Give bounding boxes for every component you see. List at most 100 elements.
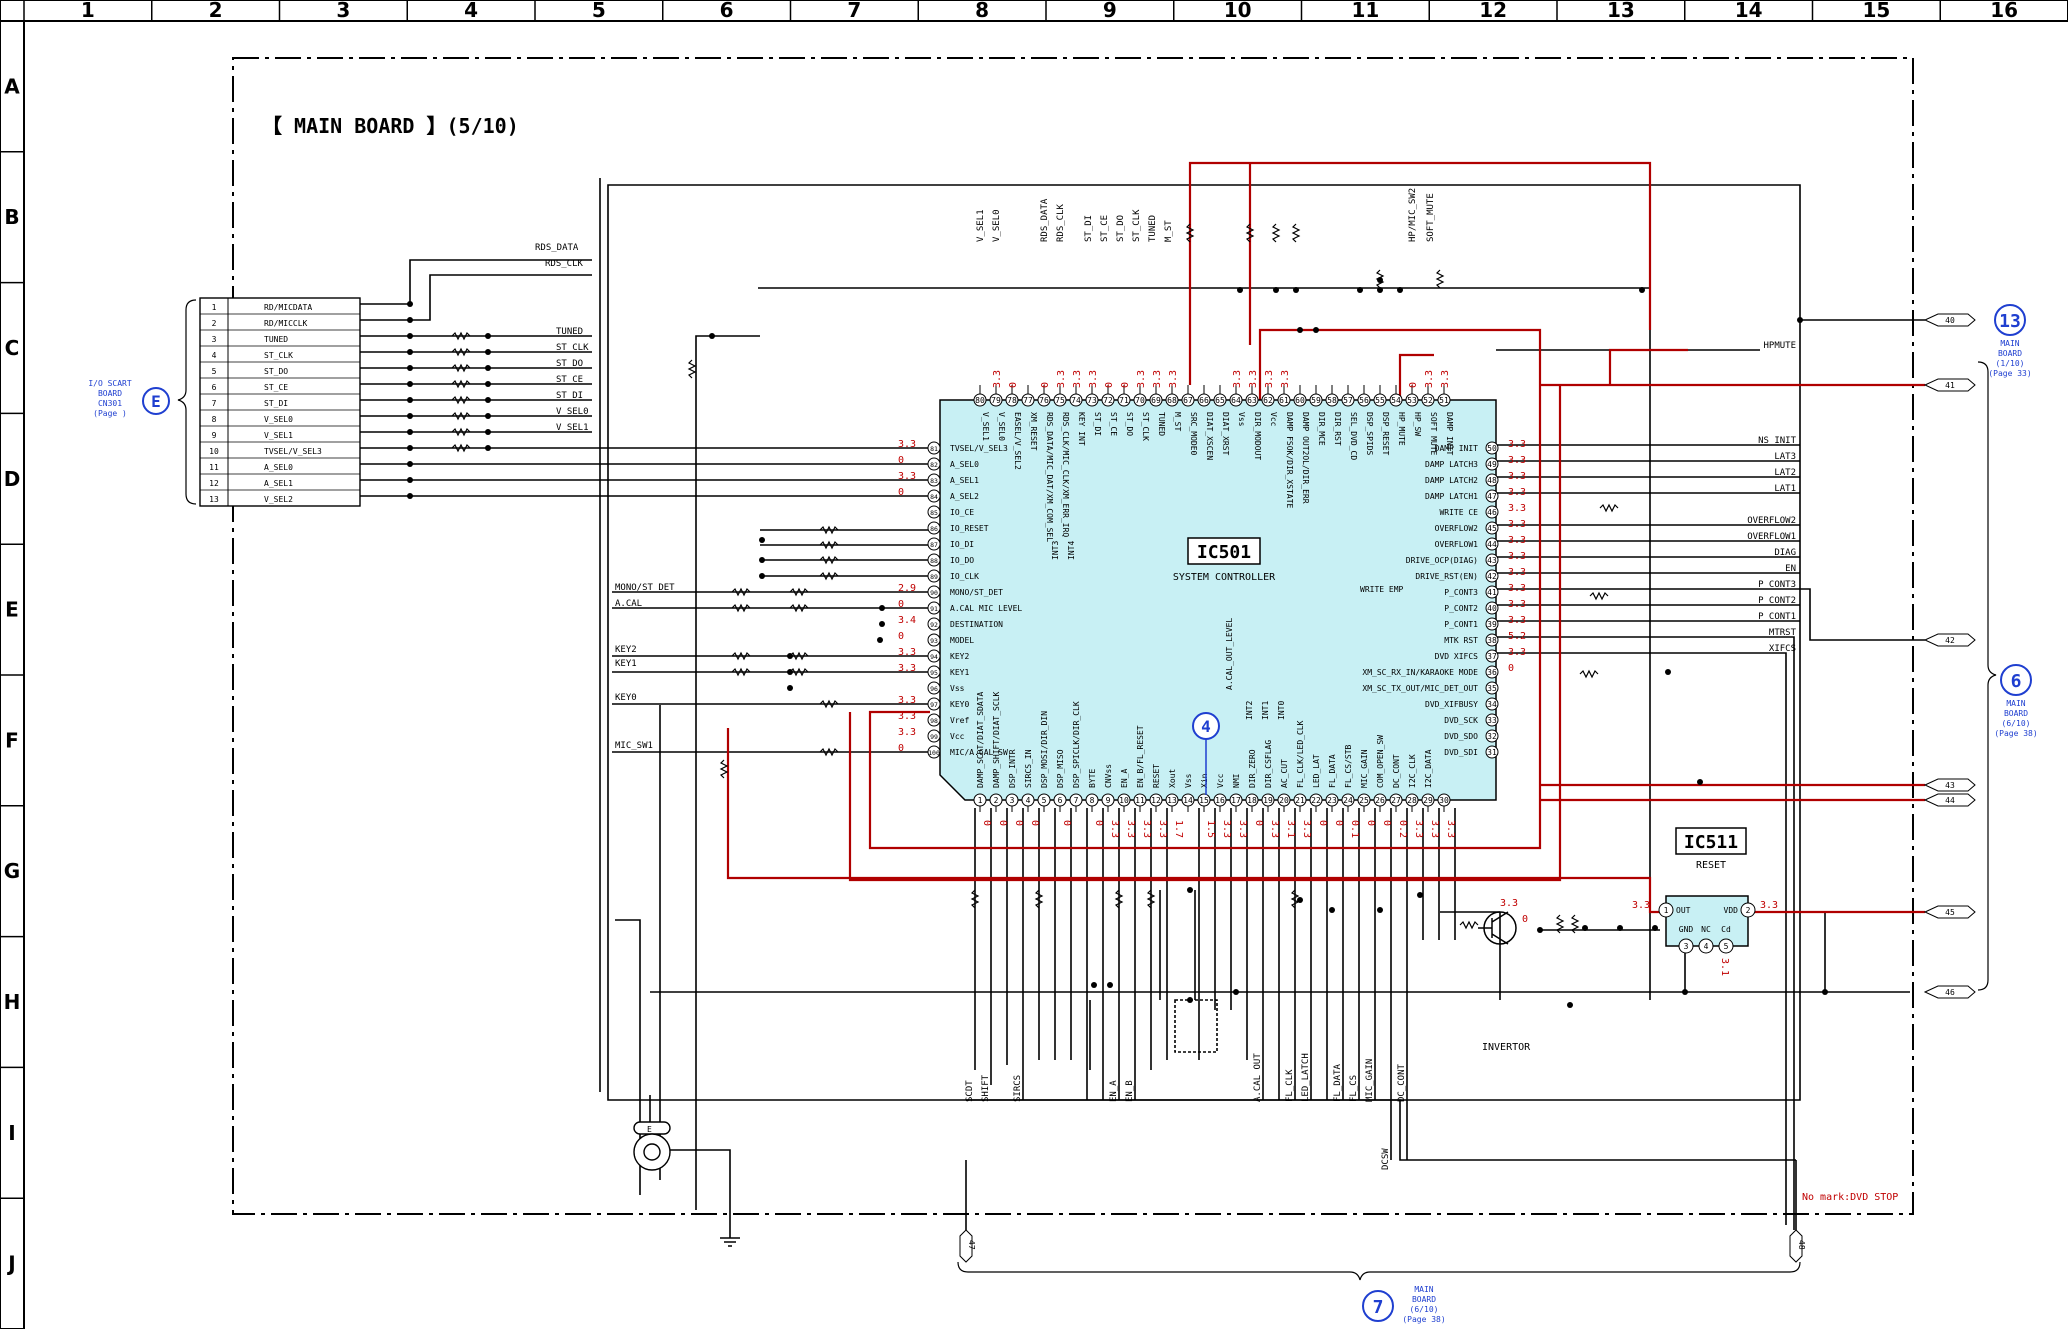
- resistor-symbol: [819, 540, 839, 550]
- junction-dot: [1357, 287, 1363, 293]
- ic501-pin-number: 5: [1042, 796, 1047, 805]
- junction-dot: [1822, 989, 1828, 995]
- ic501-pin-number: 47: [1487, 492, 1497, 501]
- ic501-pin-voltage: 0: [997, 820, 1008, 826]
- ic511-pin-number: 2: [1746, 906, 1751, 915]
- ic501-pin-pad: [1197, 793, 1211, 807]
- resistor-symbol: [819, 571, 839, 581]
- ic501-pin-number: 83: [930, 477, 938, 485]
- ic501-pin-label: Vcc: [950, 732, 965, 741]
- ic501-pin-voltage: 3.3: [1508, 615, 1526, 626]
- junction-dot: [709, 333, 715, 339]
- ic501-pin-label: Vss: [1184, 773, 1193, 788]
- junction-dot: [759, 557, 765, 563]
- resistor-symbol: [1599, 503, 1619, 513]
- ic501-pin-voltage: 0: [1253, 820, 1264, 826]
- right-connector-shape: [1923, 378, 1976, 392]
- bottom-net-label: EN_B: [1125, 1080, 1135, 1102]
- ic501-pin-pad: [1197, 393, 1211, 407]
- ic501-pin-pad: [1021, 393, 1035, 407]
- top-net-label: ST_CE: [1100, 215, 1110, 242]
- ref-board-line: BOARD: [1412, 1295, 1436, 1304]
- junction-dot: [787, 685, 793, 691]
- ic501-pin-number: 14: [1183, 796, 1193, 805]
- ic501-pin-label: DIR_MODOUT: [1253, 412, 1262, 460]
- cn301-pin-number: 9: [212, 431, 217, 440]
- left-net-label: V_SEL0: [556, 407, 589, 417]
- ic501-pin-number: 69: [1151, 396, 1161, 405]
- ic501-pin-pad: [1357, 393, 1371, 407]
- ic501-pin-number: 78: [1007, 396, 1017, 405]
- ic501-pin-voltage: 3.3: [898, 663, 916, 674]
- junction-dot: [1797, 317, 1803, 323]
- ic501-pin-voltage: 0: [1317, 820, 1328, 826]
- cn301-pin-number: 12: [209, 479, 219, 488]
- ic501-pin-pad: [1485, 585, 1499, 599]
- ic501-pin-number: 65: [1215, 396, 1225, 405]
- svg-text:6: 6: [2011, 671, 2022, 692]
- right-net-label: XIFCS: [1769, 644, 1796, 654]
- cn301-pin-number: 8: [212, 415, 217, 424]
- ic501-pin-number: 22: [1311, 796, 1321, 805]
- resistor-symbol: [1034, 889, 1044, 909]
- ic501-pin-number: 60: [1295, 396, 1305, 405]
- resistor-symbol: [1185, 223, 1195, 243]
- ground-e-label: E: [647, 1125, 652, 1134]
- junction-dot: [407, 381, 413, 387]
- ic501-pin-voltage: 0: [1381, 820, 1392, 826]
- ic501-inner-label: INT2: [1245, 701, 1254, 720]
- junction-dot: [407, 445, 413, 451]
- ic501-pin-voltage: 3.3: [1508, 551, 1526, 562]
- resistor-symbol: [1570, 914, 1580, 934]
- ic511-pin-label: OUT: [1676, 906, 1691, 915]
- ic501-pin-voltage: 3.3: [1088, 370, 1099, 388]
- ic501-pin-number: 38: [1487, 636, 1497, 645]
- cn301-pin-label: TUNED: [264, 335, 288, 344]
- braces: [177, 299, 1997, 1281]
- ic501-pin-label: DSP_MISO: [1056, 749, 1065, 788]
- junction-dot: [1397, 287, 1403, 293]
- ic501-pin-number: 91: [930, 605, 938, 613]
- right-connector-number: 43: [1945, 781, 1955, 790]
- ic501-pin-label: LED_LAT: [1312, 754, 1321, 788]
- resistor-symbol: [451, 395, 471, 405]
- ic501-pin-voltage: 0: [1029, 820, 1040, 826]
- ref-board-line: (Page 38): [1402, 1315, 1445, 1324]
- ic501-pin-number: 31: [1487, 748, 1497, 757]
- junction-dot: [1652, 925, 1658, 931]
- grid-col-label: 1: [81, 0, 95, 22]
- grid-col-label: 15: [1862, 0, 1890, 22]
- left-net-label: ST_CLK: [556, 343, 589, 353]
- ic501-pin-voltage: 0: [1061, 820, 1072, 826]
- ic501-pin-label: DIR_ZERO: [1248, 749, 1257, 788]
- ic501-pin-pad: [1485, 617, 1499, 631]
- ic501-pin-label: P_CONT2: [1444, 604, 1478, 613]
- ic501-pin-pad: [1325, 393, 1339, 407]
- ic501-desc: SYSTEM CONTROLLER: [1173, 572, 1276, 583]
- ic501-pin-number: 99: [930, 733, 938, 741]
- ic501-pin-voltage: 0: [898, 631, 904, 642]
- ic501-pin-label: KEY2: [950, 652, 969, 661]
- ic501-pin-number: 12: [1151, 796, 1161, 805]
- ic501-pin-number: 11: [1135, 796, 1145, 805]
- right-connector-number: 41: [1945, 381, 1955, 390]
- resistor-symbol: [719, 759, 729, 779]
- ic511-pin-number: 5: [1724, 942, 1729, 951]
- ic501-pin-pad: [1277, 793, 1291, 807]
- ic501-pin-pad: [927, 713, 941, 727]
- grid-col-label: 5: [592, 0, 606, 22]
- ic501-pin-pad: [927, 665, 941, 679]
- ic501-pin-number: 63: [1247, 396, 1257, 405]
- wiring: [360, 178, 1925, 1238]
- ic501-pin-label: I2C_CLK: [1408, 754, 1417, 788]
- resistor-symbol: [1114, 889, 1124, 909]
- grid-row-label: J: [6, 1252, 15, 1276]
- resistor-symbol: [1291, 223, 1301, 243]
- cn301-pin-number: 1: [212, 303, 217, 312]
- junction-dot: [1567, 1002, 1573, 1008]
- ic501-pin-label: RDS_DATA/MIC_DAT/XM_COM_SEL: [1045, 412, 1054, 542]
- ic501-pin-voltage: 3.3: [1508, 471, 1526, 482]
- ic501-inner-label: INT1: [1261, 701, 1270, 720]
- junction-dot: [1329, 907, 1335, 913]
